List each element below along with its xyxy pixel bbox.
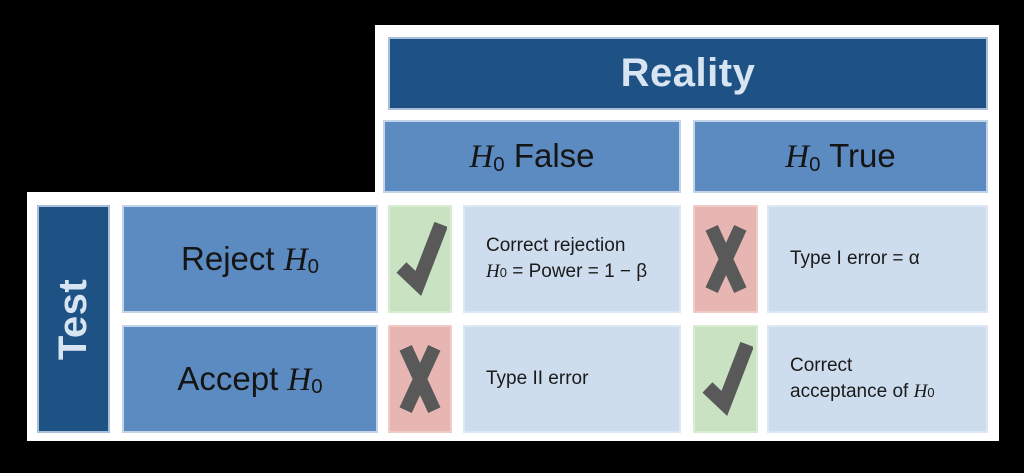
mark-cell-accept-false <box>388 325 452 433</box>
outcome-cell-correct-acceptance: Correct acceptance of H0 <box>767 325 988 433</box>
row-header-reject-label: Reject H0 <box>181 239 319 279</box>
test-header-label: Test <box>51 278 95 360</box>
outcome-text-type-2-error: Type II error <box>486 368 589 389</box>
test-header: Test <box>37 205 110 433</box>
reality-header: Reality <box>388 37 988 110</box>
x-icon <box>399 344 441 414</box>
row-header-accept-h0: Accept H0 <box>122 325 378 433</box>
outcome-cell-type-2-error: Type II error <box>463 325 681 433</box>
row-header-reject-h0: Reject H0 <box>122 205 378 313</box>
column-header-h0-false: H0 False <box>383 120 681 193</box>
reality-header-label: Reality <box>620 51 756 95</box>
outcome-text-correct-rejection: Correct rejection H0 = Power = 1 − β <box>486 234 648 282</box>
outcome-cell-type-1-error: Type I error = α <box>767 205 988 313</box>
column-header-h0-true: H0 True <box>693 120 988 193</box>
mark-cell-reject-false <box>388 205 452 313</box>
row-header-accept-label: Accept H0 <box>177 359 323 399</box>
check-icon <box>396 221 447 297</box>
column-header-h0-true-label: H0 True <box>785 137 896 176</box>
check-icon <box>701 341 753 417</box>
mark-cell-reject-true <box>693 205 758 313</box>
outcome-text-correct-acceptance: Correct acceptance of H0 <box>790 354 935 402</box>
column-header-h0-false-label: H0 False <box>469 137 595 176</box>
x-icon <box>705 224 746 294</box>
outcome-text-type-1-error: Type I error = α <box>790 248 920 269</box>
outcome-cell-correct-rejection: Correct rejection H0 = Power = 1 − β <box>463 205 681 313</box>
mark-cell-accept-true <box>693 325 758 433</box>
